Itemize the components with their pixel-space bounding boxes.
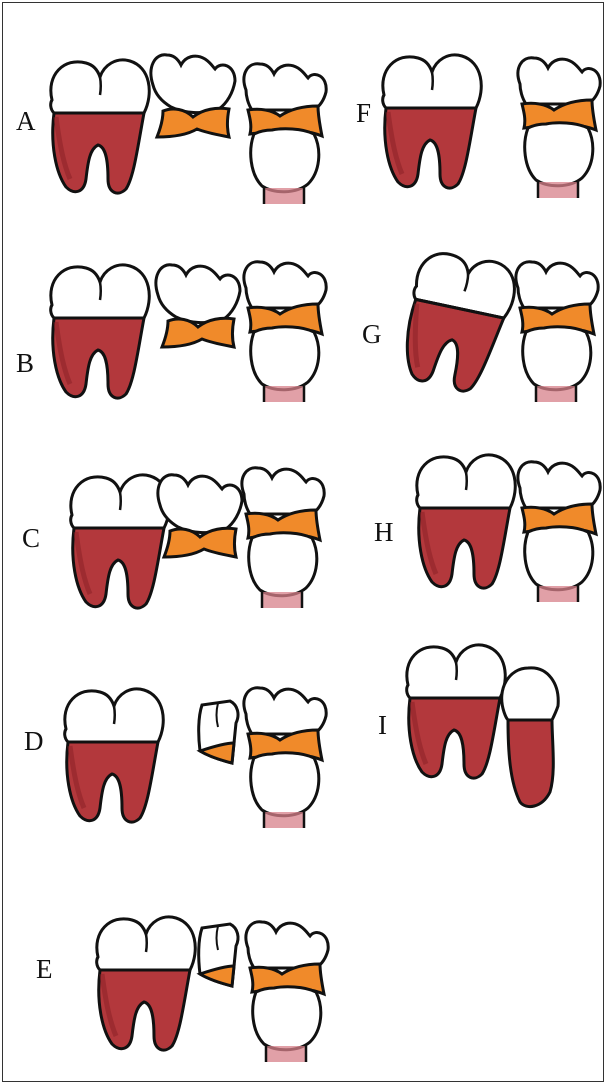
panel-g: G — [362, 247, 598, 402]
middle-tooth — [158, 475, 242, 557]
panel-label-c: C — [22, 523, 40, 553]
panel-label-d: D — [24, 726, 44, 756]
panel-e: E — [36, 917, 328, 1062]
panel-a: A — [16, 55, 326, 204]
molar-tooth — [51, 60, 150, 193]
premolar-tooth — [244, 688, 326, 828]
tilted-molar-tooth — [396, 247, 520, 398]
premolar-tooth — [244, 64, 326, 204]
premolar-tooth — [246, 922, 328, 1062]
panel-label-g: G — [362, 319, 382, 349]
molar-tooth — [407, 645, 506, 778]
middle-tooth — [151, 55, 235, 137]
molar-tooth — [97, 917, 196, 1050]
panel-label-f: F — [356, 98, 371, 128]
panel-c: C — [22, 468, 324, 608]
panel-i: I — [378, 645, 558, 807]
molar-tooth — [51, 265, 150, 398]
panel-label-a: A — [16, 106, 36, 136]
premolar-tooth — [242, 468, 324, 608]
panel-d: D — [24, 688, 326, 828]
premolar-tooth — [516, 262, 598, 402]
panel-h: H — [374, 455, 600, 602]
panel-label-b: B — [16, 348, 34, 378]
premolar-tooth — [518, 58, 600, 198]
fragment-tooth — [199, 924, 238, 986]
fragment-tooth — [199, 701, 238, 763]
molar-tooth — [71, 475, 170, 608]
premolar-tooth — [518, 462, 600, 602]
panel-f: F — [356, 55, 600, 198]
premolar-tooth — [244, 262, 326, 402]
molar-tooth — [417, 455, 516, 588]
panel-label-e: E — [36, 954, 53, 984]
single-root-tooth — [502, 668, 559, 807]
panel-label-h: H — [374, 517, 394, 547]
molar-tooth — [65, 689, 164, 822]
panel-b: B — [16, 262, 326, 402]
middle-tooth — [156, 265, 240, 347]
molar-tooth — [383, 55, 482, 188]
panel-label-i: I — [378, 710, 387, 740]
